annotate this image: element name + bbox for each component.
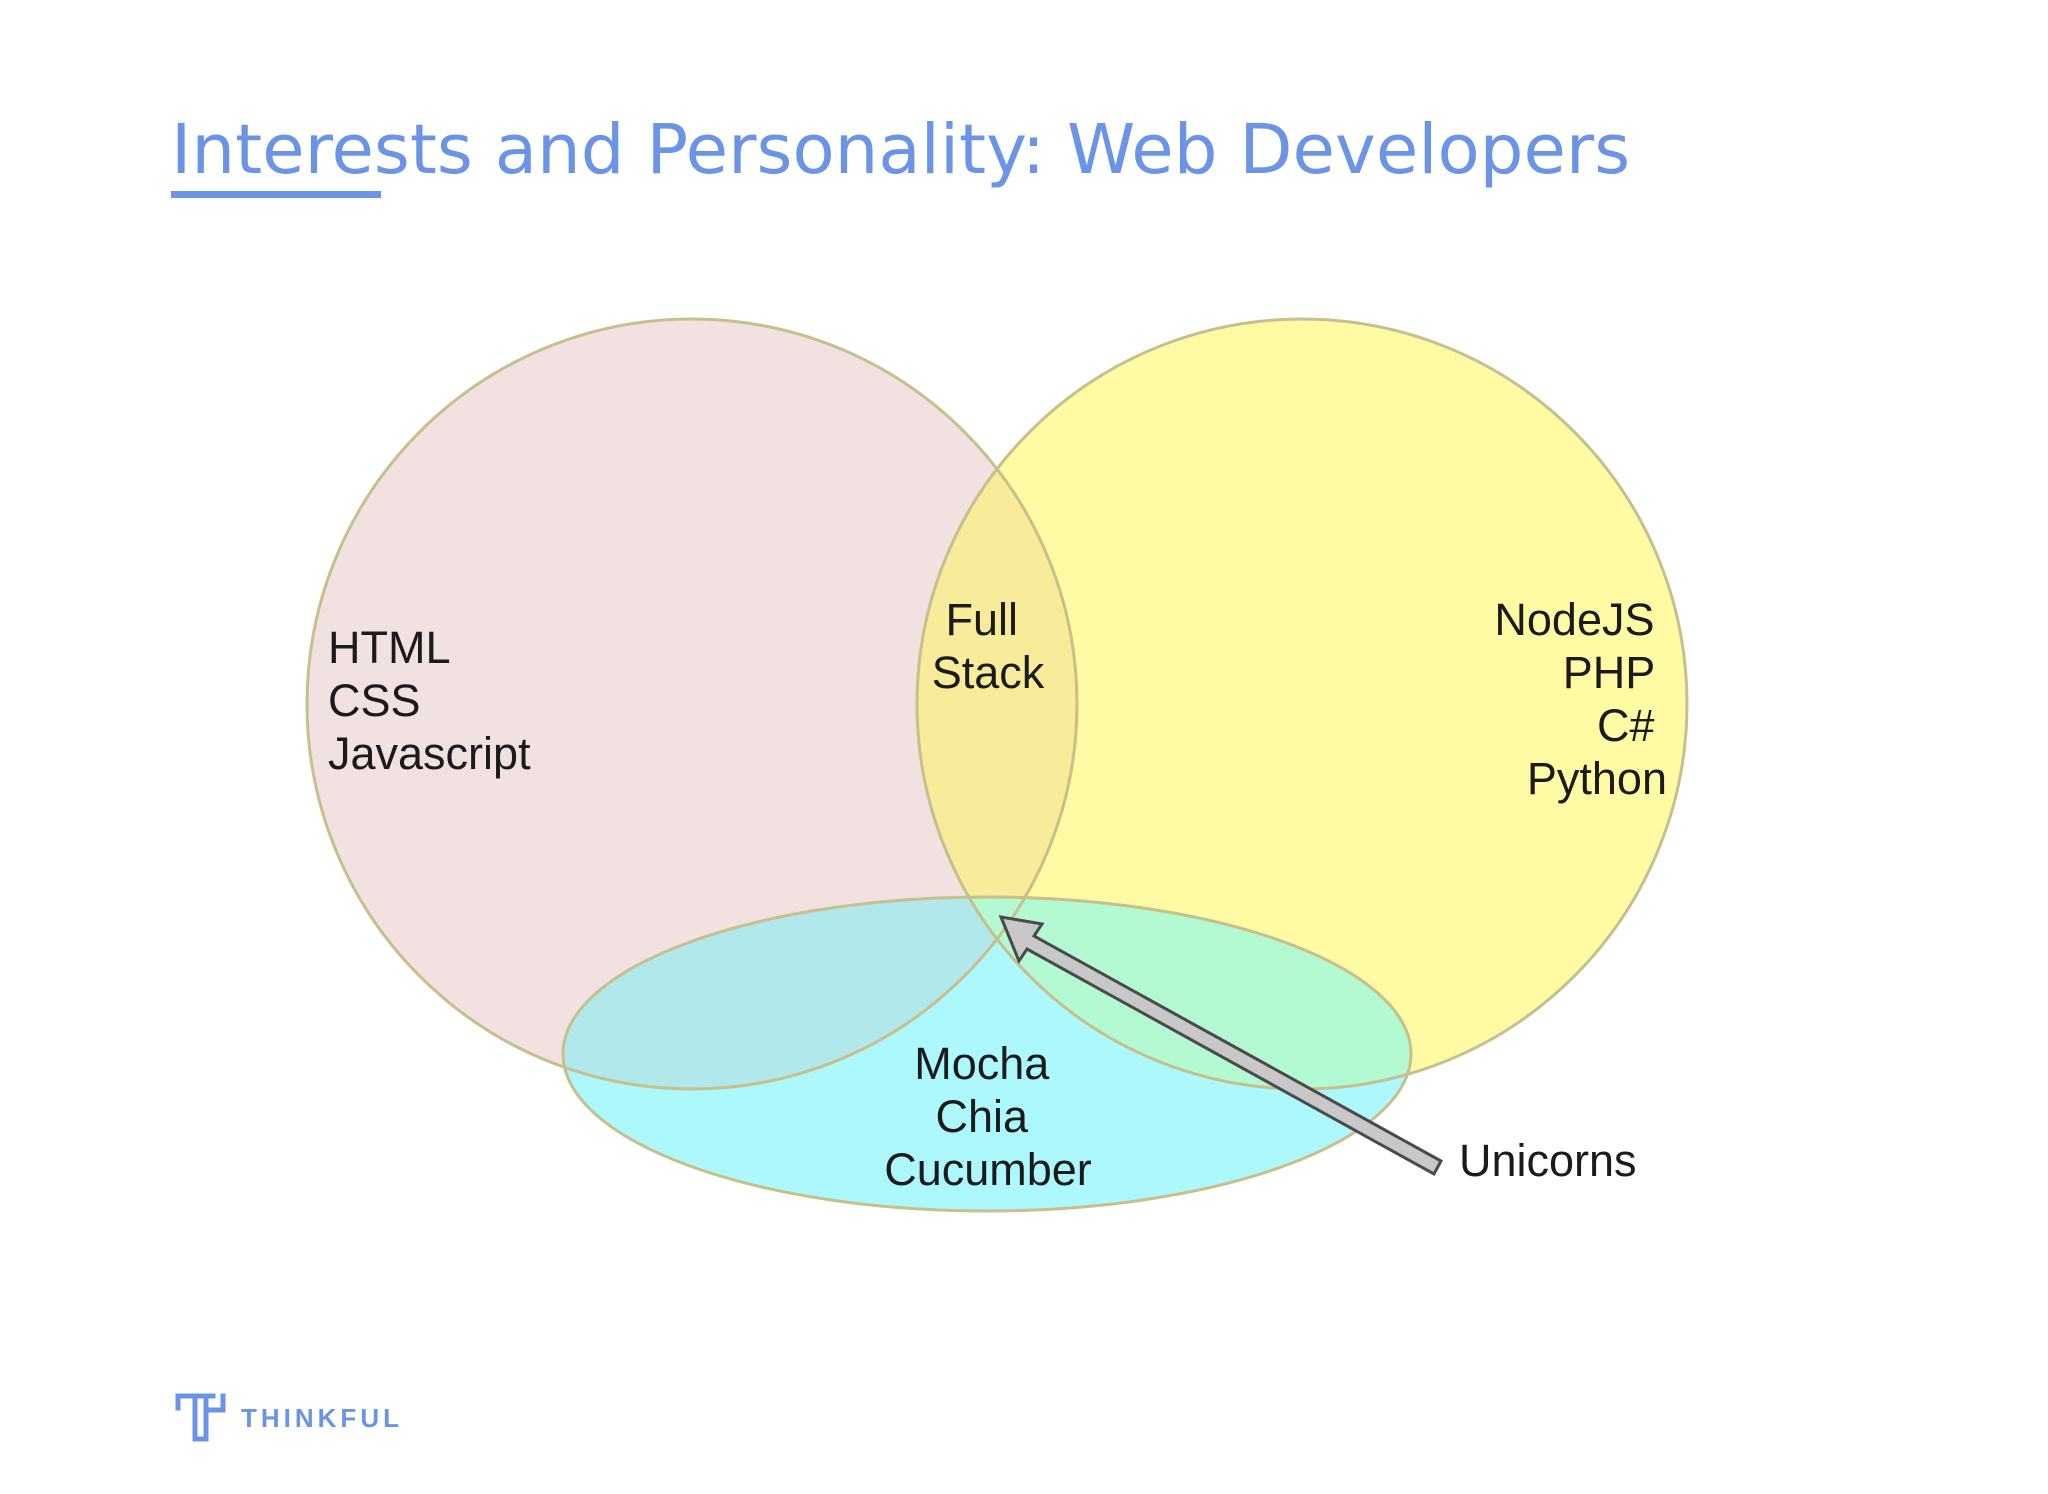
testing-line: Chia <box>935 1091 1029 1142</box>
testing-line: Cucumber <box>884 1144 1092 1195</box>
front-end-label: HTML CSS Javascript <box>328 622 531 779</box>
full-stack-label: Full Stack <box>932 594 1045 698</box>
brand-name: THINKFUL <box>241 1402 403 1433</box>
testing-label: Mocha Chia Cucumber <box>884 1038 1092 1195</box>
testing-outline <box>561 895 1413 1213</box>
testing-line: Mocha <box>914 1038 1050 1089</box>
front-end-line: CSS <box>328 675 421 726</box>
slide-title: Interests and Personality: Web Developer… <box>171 110 1631 190</box>
front-end-line: Javascript <box>328 728 531 779</box>
back-end-line: NodeJS <box>1494 594 1654 645</box>
unicorns-label: Unicorns <box>1459 1135 1637 1186</box>
unicorns-arrow <box>998 915 1444 1177</box>
back-end-line: PHP <box>1563 647 1655 698</box>
back-end-label: NodeJS PHP C# Python <box>1494 594 1667 804</box>
front-end-line: HTML <box>328 622 449 673</box>
back-end-line: Python <box>1527 753 1667 804</box>
thinkful-logo: THINKFUL <box>175 1393 403 1443</box>
full-stack-line: Stack <box>932 647 1045 698</box>
front-end-circle <box>307 319 1077 1089</box>
back-end-circle <box>917 319 1687 1089</box>
front-end-outline <box>305 317 1079 1091</box>
full-stack-line: Full <box>945 594 1018 645</box>
thinkful-t-icon <box>175 1393 226 1442</box>
back-end-line: C# <box>1597 700 1655 751</box>
title-underline <box>171 191 381 198</box>
